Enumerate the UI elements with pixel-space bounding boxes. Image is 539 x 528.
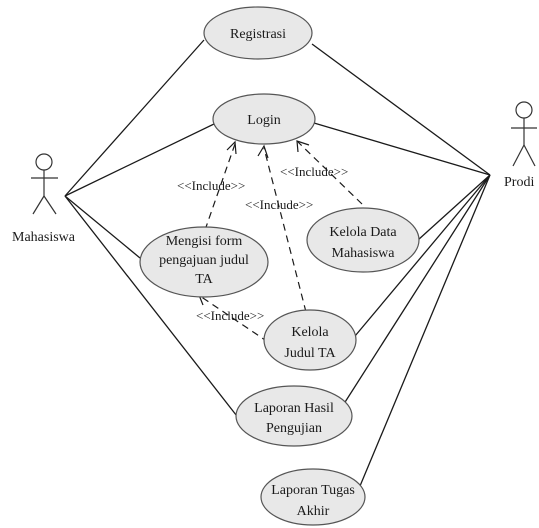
use-case-laporan-hasil-pengujian: Laporan Hasil Pengujian — [235, 385, 353, 447]
use-case-kelola-judul-line-2: Judul TA — [284, 346, 336, 361]
include-kelola-judul-to-mengisi-form — [199, 295, 269, 343]
actor-mahasiswa: Mahasiswa — [12, 153, 76, 245]
mahasiswa-associations — [64, 39, 241, 421]
include-label-kelola-judul-mengisi: <<Include>> — [196, 308, 264, 323]
assoc-mahasiswa-login — [64, 123, 215, 197]
use-case-kelola-judul-line-1: Kelola — [291, 325, 329, 340]
use-case-login-label: Login — [247, 113, 280, 128]
include-mengisi-form-to-login — [204, 143, 236, 231]
stick-figure-icon — [511, 101, 537, 167]
use-case-laporan-tugas-akhir: Laporan Tugas Akhir — [260, 468, 366, 526]
assoc-prodi-kelola-judul — [349, 174, 491, 343]
use-case-laporan-tugas-line-2: Akhir — [297, 504, 330, 519]
assoc-mahasiswa-mengisi-form — [64, 195, 141, 259]
include-arrowhead-1 — [226, 140, 237, 155]
assoc-mahasiswa-registrasi — [64, 39, 205, 197]
include-kelola-data-to-login — [297, 141, 363, 205]
use-case-kelola-data-line-1: Kelola Data — [329, 225, 397, 240]
actor-prodi-label: Prodi — [504, 175, 534, 190]
assoc-mahasiswa-laporan-hasil — [64, 195, 241, 421]
actor-mahasiswa-label: Mahasiswa — [12, 230, 76, 245]
include-label-kelola-data-login: <<Include>> — [280, 164, 348, 179]
use-case-registrasi: Registrasi — [203, 6, 313, 60]
include-dependencies — [198, 140, 363, 343]
stick-figure-icon — [31, 153, 58, 215]
use-case-laporan-hasil-line-1: Laporan Hasil — [254, 401, 334, 416]
use-case-mengisi-form: Mengisi form pengajuan judul TA — [139, 226, 269, 298]
use-case-kelola-judul-ta: Kelola Judul TA — [263, 309, 357, 371]
assoc-prodi-laporan-tugas — [359, 174, 491, 487]
use-case-mengisi-form-line-1: Mengisi form — [166, 234, 243, 249]
assoc-prodi-login — [313, 122, 491, 176]
assoc-prodi-registrasi — [311, 43, 491, 176]
use-case-registrasi-label: Registrasi — [230, 27, 286, 42]
use-case-mengisi-form-line-2: pengajuan judul — [159, 253, 249, 268]
use-case-laporan-hasil-line-2: Pengujian — [266, 421, 322, 436]
use-case-login: Login — [212, 93, 316, 145]
include-kelola-judul-to-login — [263, 147, 307, 313]
use-case-kelola-data-line-2: Mahasiswa — [332, 246, 396, 261]
include-arrowhead-3 — [296, 140, 310, 153]
use-case-kelola-data-mahasiswa: Kelola Data Mahasiswa — [306, 207, 420, 273]
include-label-mengisi-login: <<Include>> — [177, 178, 245, 193]
assoc-prodi-kelola-data — [417, 174, 491, 241]
actor-prodi: Prodi — [504, 101, 537, 190]
use-case-laporan-tugas-line-1: Laporan Tugas — [271, 483, 355, 498]
prodi-associations — [311, 43, 491, 487]
use-case-mengisi-form-line-3: TA — [195, 272, 213, 287]
include-label-kelola-judul-login: <<Include>> — [245, 197, 313, 212]
assoc-prodi-laporan-hasil — [339, 174, 491, 411]
include-arrowhead-2 — [257, 144, 269, 159]
